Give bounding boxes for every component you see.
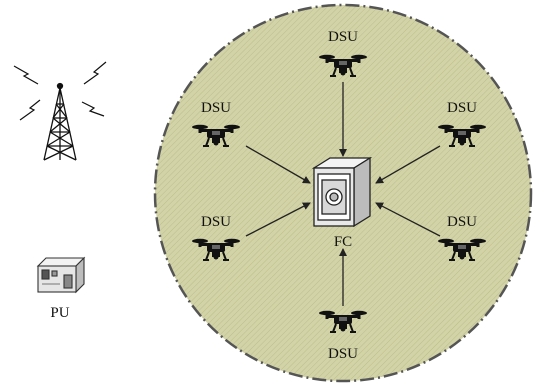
- dsu-node-upper-left: DSU: [191, 100, 241, 147]
- arrow-upper-left-to-fc: [245, 145, 311, 184]
- arrow-lower-right-to-fc: [375, 202, 441, 237]
- fusion-center-icon: [311, 156, 373, 228]
- dsu-label: DSU: [447, 100, 477, 116]
- dsu-node-lower-left: DSU: [191, 214, 241, 261]
- dsu-label: DSU: [201, 100, 231, 116]
- radio-signal-icon: [13, 61, 107, 121]
- dsu-label: DSU: [328, 346, 358, 362]
- cell-tower-icon: [43, 82, 77, 161]
- dsu-label: DSU: [447, 214, 477, 230]
- link-arrows: [245, 82, 441, 306]
- dsu-node-top: DSU: [318, 29, 368, 77]
- arrow-upper-right-to-fc: [375, 145, 441, 184]
- fusion-center-label: FC: [334, 234, 352, 250]
- dsu-node-lower-right: DSU: [437, 214, 487, 261]
- dsu-label: DSU: [201, 214, 231, 230]
- dsu-label: DSU: [328, 29, 358, 45]
- dsu-node-bottom: DSU: [318, 309, 368, 362]
- arrow-lower-left-to-fc: [245, 202, 311, 237]
- dsu-node-upper-right: DSU: [437, 100, 487, 147]
- primary-user-label: PU: [50, 305, 69, 321]
- primary-user-device-icon: [36, 256, 86, 294]
